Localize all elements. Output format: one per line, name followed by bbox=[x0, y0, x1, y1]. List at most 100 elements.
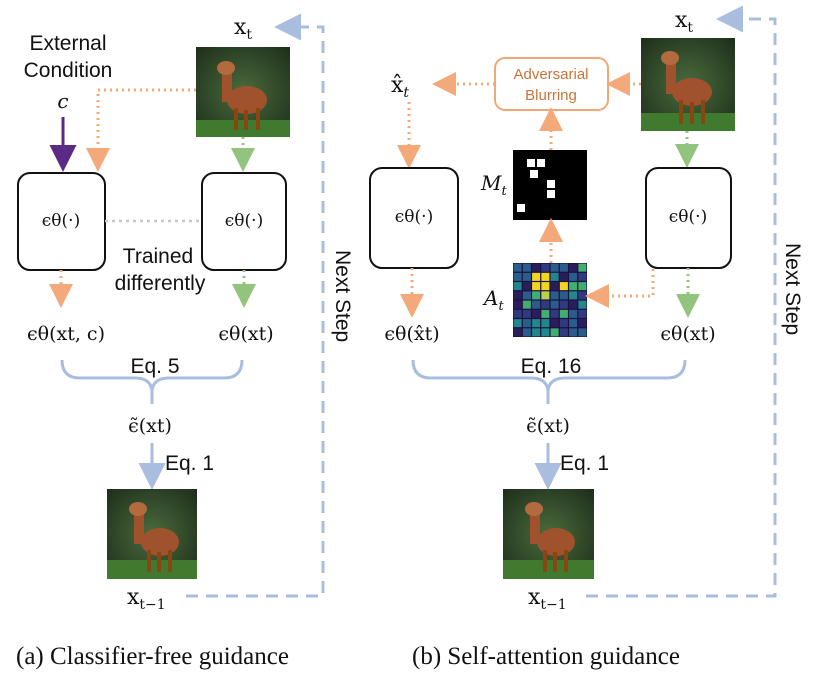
attention-cell bbox=[522, 300, 531, 309]
attention-cell bbox=[550, 309, 559, 318]
xt-top-label: xt bbox=[234, 15, 252, 43]
next-step-loop-a bbox=[186, 13, 325, 598]
eq5-label: Eq. 5 bbox=[130, 355, 179, 378]
panel-b: xt Adversarial Blurring x̂t Mt bbox=[369, 5, 804, 670]
attention-cell bbox=[569, 328, 578, 337]
model-label-left-b: ϵθ(·) bbox=[395, 207, 433, 227]
attention-cell bbox=[569, 291, 578, 300]
attention-cell bbox=[513, 282, 522, 291]
attention-cell bbox=[578, 272, 587, 281]
attention-cell bbox=[559, 319, 568, 328]
attention-cell bbox=[532, 263, 541, 272]
attention-cell bbox=[532, 291, 541, 300]
attention-cell bbox=[532, 282, 541, 291]
noisy-image-xt bbox=[196, 47, 290, 137]
attention-cell bbox=[522, 309, 531, 318]
combined-eps-a: ϵ̃(xt) bbox=[128, 415, 172, 437]
attention-cell bbox=[578, 300, 587, 309]
orange-model-to-attn bbox=[585, 269, 655, 308]
attention-cell bbox=[559, 309, 568, 318]
external-label-line1: External bbox=[29, 32, 106, 55]
eq16-label: Eq. 16 bbox=[521, 355, 582, 378]
attention-cell bbox=[513, 309, 522, 318]
attention-cell bbox=[569, 272, 578, 281]
attention-cell bbox=[559, 263, 568, 272]
attention-cell bbox=[569, 300, 578, 309]
trained-label-line1: Trained bbox=[123, 245, 193, 268]
condition-symbol: c bbox=[57, 89, 68, 113]
attention-cell bbox=[578, 328, 587, 337]
attention-cell bbox=[550, 282, 559, 291]
attention-cell bbox=[569, 309, 578, 318]
attention-cell bbox=[550, 319, 559, 328]
attention-cell bbox=[559, 300, 568, 309]
noisy-image-xt-b bbox=[641, 38, 735, 131]
attention-cell bbox=[541, 300, 550, 309]
orange-path-a bbox=[86, 88, 196, 172]
attention-cell bbox=[559, 282, 568, 291]
xt1-label-a: xt−1 bbox=[127, 585, 166, 613]
model-label-right-a: ϵθ(·) bbox=[225, 211, 263, 231]
attention-cell bbox=[513, 291, 522, 300]
eq1-label-b: Eq. 1 bbox=[560, 452, 609, 475]
attention-cell bbox=[569, 263, 578, 272]
output-right-a: ϵθ(xt) bbox=[218, 323, 273, 345]
attention-label: At bbox=[482, 286, 504, 314]
model-label-right-b: ϵθ(·) bbox=[669, 207, 707, 227]
attention-cell bbox=[541, 291, 550, 300]
external-label-line2: Condition bbox=[24, 59, 113, 82]
attention-cell bbox=[550, 291, 559, 300]
attention-cell bbox=[532, 309, 541, 318]
attention-cell bbox=[578, 319, 587, 328]
denoised-image-a bbox=[107, 489, 197, 579]
attention-cell bbox=[513, 328, 522, 337]
attention-map-at bbox=[513, 263, 587, 337]
panel-a: External Condition c xt ϵθ(·) ϵθ(·) Trai bbox=[16, 13, 354, 670]
attention-cell bbox=[532, 300, 541, 309]
attention-cell bbox=[532, 319, 541, 328]
output-left-a: ϵθ(xt, c) bbox=[27, 323, 105, 345]
attention-cell bbox=[522, 272, 531, 281]
adversarial-label-line2: Blurring bbox=[525, 87, 577, 104]
attention-cell bbox=[522, 319, 531, 328]
attention-cell bbox=[513, 263, 522, 272]
attention-cell bbox=[522, 263, 531, 272]
attention-cell bbox=[522, 282, 531, 291]
attention-cell bbox=[550, 300, 559, 309]
attention-cell bbox=[532, 328, 541, 337]
adversarial-label-line1: Adversarial bbox=[513, 66, 588, 83]
combined-eps-b: ϵ̃(xt) bbox=[526, 415, 570, 437]
attention-cell bbox=[541, 309, 550, 318]
attention-cell bbox=[578, 282, 587, 291]
attention-cell bbox=[513, 300, 522, 309]
attention-cell bbox=[522, 291, 531, 300]
attention-cell bbox=[513, 319, 522, 328]
xt-top-label-b: xt bbox=[675, 8, 693, 36]
next-step-label-b: Next Step bbox=[781, 243, 804, 335]
output-left-b: ϵθ(x̂t) bbox=[384, 323, 439, 345]
attention-cell bbox=[559, 291, 568, 300]
mask-label: Mt bbox=[480, 171, 507, 199]
attention-cell bbox=[541, 328, 550, 337]
attention-cell bbox=[578, 263, 587, 272]
output-right-b: ϵθ(xt) bbox=[660, 323, 715, 345]
attention-cell bbox=[569, 282, 578, 291]
attention-cell bbox=[550, 263, 559, 272]
attention-cell bbox=[541, 282, 550, 291]
attention-cell bbox=[578, 309, 587, 318]
xt1-label-b: xt−1 bbox=[528, 585, 567, 613]
xhat-label: x̂t bbox=[391, 73, 409, 101]
attention-cell bbox=[541, 272, 550, 281]
model-box-left-b bbox=[369, 167, 459, 269]
attention-cell bbox=[541, 263, 550, 272]
attention-cell bbox=[522, 328, 531, 337]
attention-cell bbox=[559, 272, 568, 281]
attention-cell bbox=[513, 272, 522, 281]
caption-b: (b) Self-attention guidance bbox=[412, 643, 680, 670]
next-step-label-a: Next Step bbox=[331, 250, 354, 342]
attention-cell bbox=[559, 328, 568, 337]
attention-cell bbox=[532, 272, 541, 281]
attention-cell bbox=[550, 272, 559, 281]
eq1-label-a: Eq. 1 bbox=[165, 452, 214, 475]
